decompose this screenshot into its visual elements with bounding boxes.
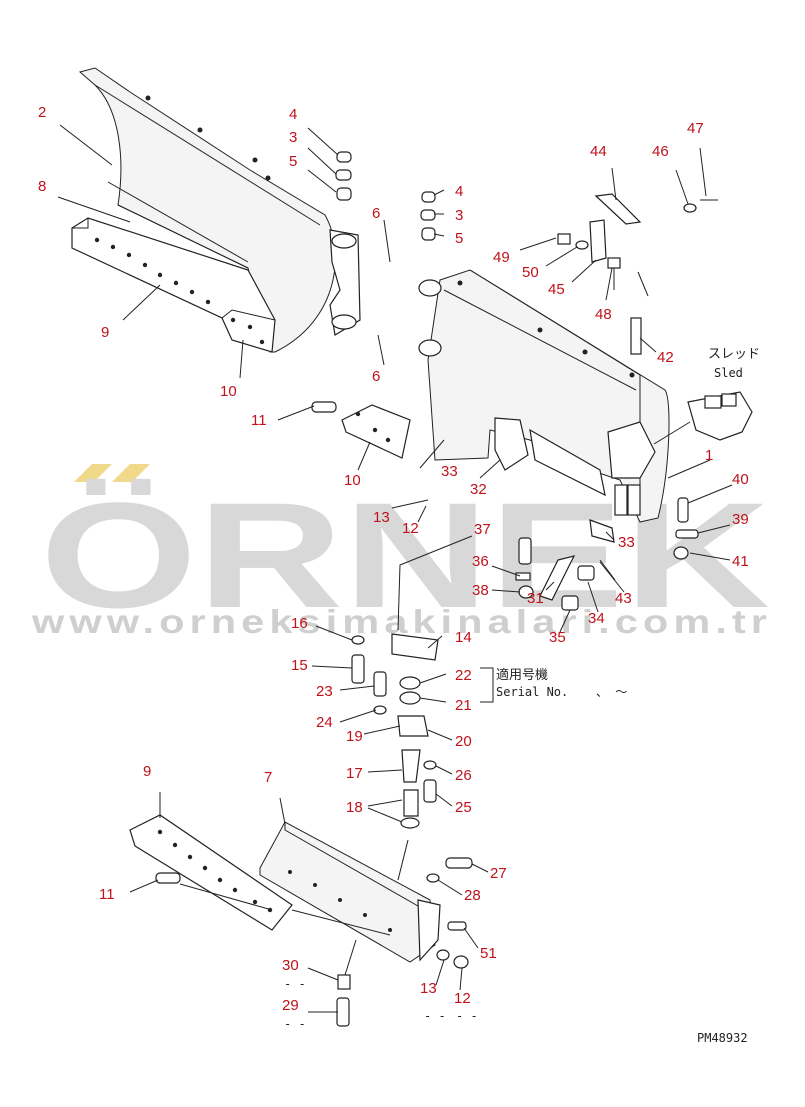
callout-9-b: 9	[143, 763, 151, 780]
callout-5: 5	[289, 153, 297, 170]
callout-6: 6	[372, 205, 380, 222]
serial-label-en: Serial No.	[496, 685, 568, 699]
callout-4-b: 4	[455, 183, 463, 200]
callout-36: 36	[472, 553, 489, 570]
watermark-accent-mark	[74, 464, 112, 482]
callout-5-b: 5	[455, 230, 463, 247]
dash-mark: - -	[284, 1017, 306, 1031]
callout-27: 27	[490, 865, 507, 882]
callout-10-b: 10	[344, 472, 361, 489]
callout-11: 11	[251, 412, 267, 429]
callout-26: 26	[455, 767, 472, 784]
callout-18: 18	[346, 799, 363, 816]
callout-33: 33	[441, 463, 458, 480]
callout-12: 12	[402, 520, 419, 537]
center-assembly	[351, 633, 439, 829]
end-bit-mid	[311, 401, 411, 459]
dash-mark: - -	[424, 1009, 446, 1023]
callout-1: 1	[705, 447, 713, 464]
callout-10: 10	[220, 383, 237, 400]
callout-15: 15	[291, 657, 308, 674]
callout-12-b: 12	[454, 990, 471, 1007]
callout-33-b: 33	[618, 534, 635, 551]
callout-42: 42	[657, 349, 674, 366]
callout-37: 37	[474, 521, 491, 538]
callout-41: 41	[732, 553, 749, 570]
dash-mark: - -	[284, 977, 306, 991]
callout-35: 35	[549, 629, 566, 646]
callout-40: 40	[732, 471, 749, 488]
dash-mark: - -	[456, 1009, 478, 1023]
leader-lines	[57, 124, 733, 1013]
watermark-accent-mark	[112, 464, 150, 482]
callout-29: 29	[282, 997, 299, 1014]
callout-39: 39	[732, 511, 749, 528]
callout-11-b: 11	[99, 886, 115, 903]
callout-44: 44	[590, 143, 607, 160]
callout-7: 7	[264, 769, 272, 786]
drawing-code: PM48932	[697, 1031, 748, 1045]
callout-50: 50	[522, 264, 539, 281]
hinge-bracket-left	[329, 151, 361, 336]
callout-31: 31	[527, 590, 544, 607]
callout-30: 30	[282, 957, 299, 974]
sled-assembly	[687, 391, 753, 441]
blade-lower	[129, 814, 473, 1027]
mid-right-parts	[515, 497, 699, 611]
callout-19: 19	[346, 728, 363, 745]
callout-14: 14	[455, 629, 472, 646]
callout-49: 49	[493, 249, 510, 266]
callout-13-b: 13	[420, 980, 437, 997]
callout-25: 25	[455, 799, 472, 816]
main-frame	[418, 191, 670, 523]
callout-17: 17	[346, 765, 363, 782]
callout-9: 9	[101, 324, 109, 341]
callout-45: 45	[548, 281, 565, 298]
callout-43: 43	[615, 590, 632, 607]
callout-13: 13	[373, 509, 390, 526]
callout-21: 21	[455, 697, 472, 714]
callout-51: 51	[480, 945, 497, 962]
callout-34: 34	[588, 610, 605, 627]
callouts: 2 8 9 10 4 3 5 6 4 3 5 6 44 46 47 49 50 …	[38, 104, 749, 1014]
upper-small-parts	[557, 193, 718, 355]
sled-label-jp: スレッド	[708, 347, 760, 362]
blade-upper	[71, 67, 336, 353]
callout-2: 2	[38, 104, 46, 121]
labels: スレッド Sled 適用号機 Serial No. 、 ～ - - - - - …	[284, 347, 760, 1045]
callout-22: 22	[455, 667, 472, 684]
callout-3-b: 3	[455, 207, 463, 224]
callout-4: 4	[289, 106, 297, 123]
callout-6-b: 6	[372, 368, 380, 385]
callout-46: 46	[652, 143, 669, 160]
callout-28: 28	[464, 887, 481, 904]
callout-8: 8	[38, 178, 46, 195]
callout-48: 48	[595, 306, 612, 323]
callout-3: 3	[289, 129, 297, 146]
callout-16: 16	[291, 615, 308, 632]
watermark-url: www.orneksimakinalari.com.tr	[31, 603, 772, 640]
callout-24: 24	[316, 714, 333, 731]
serial-label-jp: 適用号機	[496, 667, 548, 683]
callout-47: 47	[687, 120, 704, 137]
callout-20: 20	[455, 733, 472, 750]
callout-38: 38	[472, 582, 489, 599]
serial-range: 、 ～	[596, 685, 627, 699]
callout-32: 32	[470, 481, 487, 498]
callout-23: 23	[316, 683, 333, 700]
sled-label-en: Sled	[714, 366, 743, 380]
